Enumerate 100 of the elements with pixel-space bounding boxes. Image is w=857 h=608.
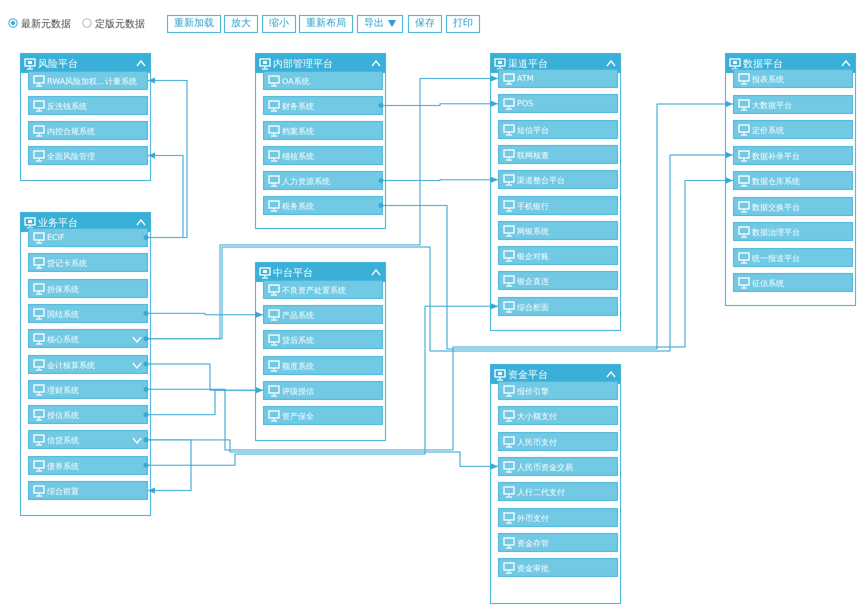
connector-arrow <box>144 310 264 318</box>
system-box <box>498 69 618 88</box>
system-name: POS <box>517 99 534 108</box>
system-name: 手机银行 <box>517 200 549 212</box>
system-name: 综合柜面 <box>517 302 549 313</box>
system-box <box>263 356 383 375</box>
system-name: 大小额支付 <box>517 411 557 422</box>
platform-panel <box>20 53 151 181</box>
system-box <box>263 330 383 350</box>
panel-title: 资金平台 <box>508 368 548 382</box>
system-name: 反洗钱系统 <box>47 101 87 112</box>
system-name: 评级授信 <box>282 386 314 397</box>
system-name: 信贷系统 <box>47 435 79 446</box>
system-box <box>263 196 383 215</box>
system-box <box>733 94 853 114</box>
system-box <box>733 120 853 139</box>
system-box <box>28 405 148 424</box>
system-name: ATM <box>517 74 534 83</box>
system-box <box>498 432 618 451</box>
system-name: 内控合规系统 <box>47 126 95 137</box>
system-box <box>498 482 618 502</box>
system-box <box>498 246 618 266</box>
platform-panel <box>255 262 386 441</box>
panel-title: 业务平台 <box>38 216 78 230</box>
system-name: 资金审批 <box>517 563 549 574</box>
system-box <box>733 171 853 190</box>
system-box <box>498 406 618 426</box>
system-box <box>733 273 853 292</box>
system-name: 数据补录平台 <box>752 150 800 162</box>
system-box <box>498 296 618 316</box>
system-name: 档案系统 <box>282 126 314 137</box>
system-name: 财务系统 <box>282 101 314 112</box>
toolbar-button: 缩小 <box>262 15 296 33</box>
system-name: 额度系统 <box>282 360 314 372</box>
system-box <box>498 271 618 290</box>
system-name: 会计核算系统 <box>47 360 95 370</box>
system-box <box>733 248 853 266</box>
system-box <box>263 380 383 400</box>
system-box <box>498 532 618 552</box>
system-name: 税务系统 <box>282 201 314 212</box>
platform-panel <box>490 364 621 604</box>
system-box <box>733 69 853 88</box>
system-box <box>28 329 148 348</box>
system-name: RWA风险加权...计量系统 <box>47 76 137 87</box>
system-box <box>263 406 383 425</box>
system-name: 数据仓库系统 <box>752 176 800 187</box>
system-name: 网银系统 <box>517 226 549 237</box>
system-box <box>263 71 383 90</box>
system-name: 贷记卡系统 <box>47 258 87 270</box>
system-name: 报价引擎 <box>517 386 549 397</box>
panel-title: 数据平台 <box>743 58 783 71</box>
toolbar-button: 打印 <box>446 15 480 33</box>
toolbar-button: 保存 <box>408 15 442 33</box>
system-box <box>28 71 148 90</box>
system-name: 资金存管 <box>517 538 549 549</box>
system-box <box>498 94 618 114</box>
connector-arrow <box>378 101 734 350</box>
system-box <box>263 96 383 115</box>
system-name: 贷后系统 <box>282 335 314 346</box>
platform-panel <box>490 53 621 331</box>
system-name: OA系统 <box>282 76 310 87</box>
toolbar-button: 重新加载 <box>167 15 221 33</box>
system-name: 不良资产处置系统 <box>282 285 346 296</box>
system-name: ECIF <box>47 233 65 242</box>
system-box <box>28 96 148 115</box>
system-name: 产品系统 <box>282 310 314 322</box>
system-box <box>498 196 618 214</box>
system-box <box>28 146 148 165</box>
connector-arrow <box>144 437 192 494</box>
system-box <box>28 456 148 475</box>
system-name: 稽核系统 <box>282 151 314 162</box>
connector-arrow <box>144 152 184 240</box>
system-name: 授信系统 <box>47 410 79 422</box>
connector-arrow <box>144 152 734 352</box>
system-box <box>28 228 148 247</box>
system-name: 债券系统 <box>47 460 79 472</box>
system-name: 大数据平台 <box>752 100 792 110</box>
system-box <box>28 481 148 500</box>
system-box <box>498 220 618 240</box>
system-name: 定价系统 <box>752 125 784 136</box>
system-box <box>263 305 383 324</box>
system-box <box>28 278 148 298</box>
system-box <box>733 196 853 216</box>
system-name: 银企对账 <box>517 251 549 262</box>
panel-title: 中台平台 <box>273 266 313 280</box>
system-name: 联网核查 <box>517 150 549 161</box>
system-name: 外币支付 <box>517 512 549 524</box>
system-name: 国结系统 <box>47 308 79 320</box>
system-name: 银企直连 <box>517 276 549 288</box>
system-box <box>498 170 618 190</box>
system-box <box>28 380 148 399</box>
system-box <box>263 280 383 299</box>
system-box <box>498 120 618 139</box>
panel-title: 内部管理平台 <box>273 58 333 71</box>
system-box <box>498 558 618 578</box>
system-box <box>498 144 618 164</box>
panel-title: 风险平台 <box>38 58 78 71</box>
system-name: 报表系统 <box>752 74 784 85</box>
system-name: 数据治理平台 <box>752 227 800 238</box>
system-name: 资产保全 <box>282 411 314 422</box>
